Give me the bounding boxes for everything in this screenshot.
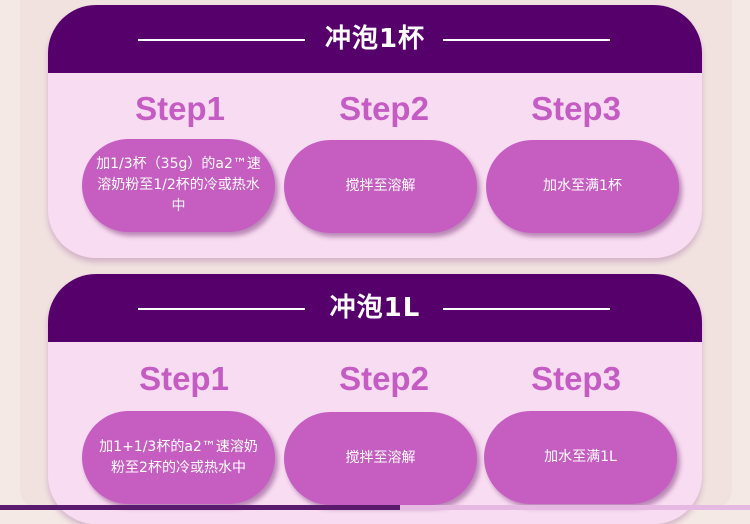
step-label: Step2 bbox=[339, 360, 429, 397]
title-divider-right bbox=[443, 308, 610, 310]
step-label: Step2 bbox=[339, 90, 429, 127]
card-title: 冲泡1L bbox=[329, 293, 421, 323]
title-divider-left bbox=[138, 308, 305, 310]
step-label: Step3 bbox=[531, 90, 621, 127]
step-instruction: 搅拌至溶解 bbox=[284, 412, 477, 505]
card-title: 冲泡1杯 bbox=[324, 24, 426, 54]
step-instruction: 搅拌至溶解 bbox=[284, 140, 477, 233]
step-label: Step1 bbox=[135, 90, 225, 127]
step-instruction: 加水至满1L bbox=[484, 411, 677, 504]
title-divider-left bbox=[138, 39, 305, 41]
step-label: Step1 bbox=[139, 360, 229, 397]
title-divider-right bbox=[443, 39, 610, 41]
bottom-strip bbox=[0, 505, 400, 510]
brew-one-liter-card: 冲泡1L Step1 Step2 Step3 加1+1/3杯的a2™速溶奶粉至2… bbox=[48, 274, 702, 524]
step-instruction: 加1/3杯（35g）的a2™速溶奶粉至1/2杯的冷或热水中 bbox=[82, 139, 275, 232]
step-label: Step3 bbox=[531, 360, 621, 397]
step-instruction: 加水至满1杯 bbox=[486, 140, 679, 233]
step-instruction: 加1+1/3杯的a2™速溶奶粉至2杯的冷或热水中 bbox=[82, 411, 275, 504]
brew-one-cup-card: 冲泡1杯 Step1 Step2 Step3 加1/3杯（35g）的a2™速溶奶… bbox=[48, 5, 702, 258]
bottom-strip-accent bbox=[400, 505, 750, 510]
